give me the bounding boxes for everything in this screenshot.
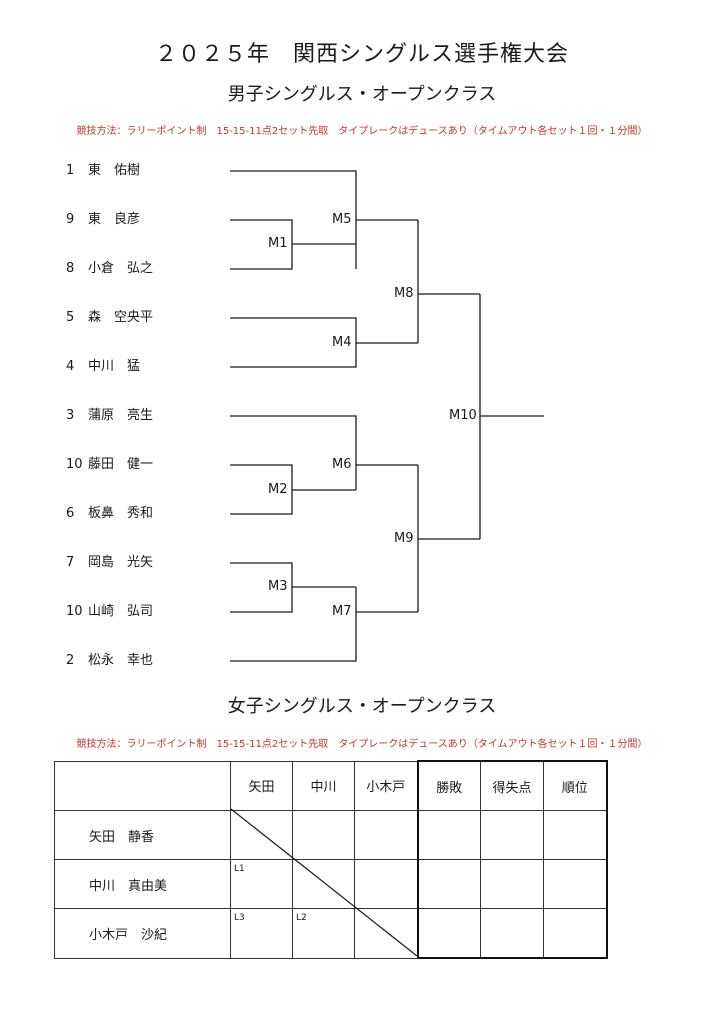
column-header: 勝敗 [416, 760, 481, 811]
player-row: 10 山崎 弘司 [66, 604, 153, 620]
match-label-m8: M8 [394, 286, 414, 301]
player-row: 1 東 佑樹 [66, 163, 140, 179]
player-name: 東 良彦 [88, 212, 141, 227]
player-seed: 5 [66, 310, 75, 325]
column-header: 中川 [292, 760, 355, 811]
player-name: 岡島 光矢 [88, 555, 154, 570]
player-name: 中川 猛 [88, 359, 141, 374]
result-cell [292, 810, 355, 860]
record-cell [416, 810, 481, 860]
record-cell [416, 908, 481, 959]
result-cell: L3 [230, 908, 293, 959]
result-cell: L1 [230, 859, 293, 909]
player-row: 9 東 良彦 [66, 212, 140, 228]
player-name: 蒲原 亮生 [88, 408, 154, 423]
column-header: 順位 [543, 760, 608, 811]
player-row: 10 藤田 健一 [66, 457, 153, 473]
result-cell [354, 859, 418, 909]
player-row: 5 森 空央平 [66, 310, 153, 326]
men-section-title: 男子シングルス・オープンクラス [227, 84, 497, 105]
match-label-m1: M1 [268, 236, 288, 251]
player-name: 板鼻 秀和 [88, 506, 154, 521]
bracket-line-m9 [417, 465, 480, 612]
diagonal-cell [230, 810, 293, 860]
player-row: 3 蒲原 亮生 [66, 408, 153, 424]
column-header: 得失点 [480, 760, 544, 811]
match-label-m7: M7 [332, 604, 352, 619]
player-seed: 3 [66, 408, 75, 423]
player-seed: 10 [66, 457, 83, 472]
player-row: 2 松永 幸也 [66, 653, 153, 669]
player-seed: 4 [66, 359, 75, 374]
player-seed: 9 [66, 212, 75, 227]
player-seed: 6 [66, 506, 75, 521]
match-label-m2: M2 [268, 482, 288, 497]
match-note: L2 [296, 913, 307, 923]
player-seed: 1 [66, 163, 75, 178]
player-seed: 7 [66, 555, 75, 570]
column-header: 矢田 [230, 760, 293, 811]
rank-cell [543, 810, 608, 860]
bracket-line-m1 [230, 219, 356, 270]
bracket-line-m7 [230, 587, 418, 662]
player-seed: 8 [66, 261, 75, 276]
player-seed: 10 [66, 604, 83, 619]
match-label-m4: M4 [332, 335, 352, 350]
bracket-line-m6 [230, 415, 418, 490]
match-note: L3 [234, 913, 245, 923]
player-name: 松永 幸也 [88, 653, 154, 668]
player-name: 藤田 健一 [88, 457, 154, 472]
points-cell [480, 810, 544, 860]
bracket-line-m5 [230, 170, 418, 269]
rank-cell [543, 859, 608, 909]
result-cell [354, 810, 418, 860]
row-player-name: 小木戸 沙紀 [54, 908, 231, 959]
women-section-title: 女子シングルス・オープンクラス [227, 696, 497, 717]
bracket-line-m2 [230, 464, 356, 515]
player-name: 小倉 弘之 [88, 261, 154, 276]
match-label-m5: M5 [332, 212, 352, 227]
column-header: 小木戸 [354, 760, 418, 811]
tournament-bracket [230, 170, 544, 662]
page-title: ２０２５年 関西シングルス選手権大会 [154, 42, 569, 67]
bracket-line-m3 [230, 562, 356, 613]
player-name: 山崎 弘司 [88, 604, 154, 619]
player-row: 6 板鼻 秀和 [66, 506, 153, 522]
points-cell [480, 859, 544, 909]
player-row: 4 中川 猛 [66, 359, 140, 375]
diagonal-cell [354, 908, 418, 959]
women-rules: 競技方法：ラリーポイント制 15-15-11点2セット先取 タイプレークはデュー… [76, 739, 648, 750]
match-note: L1 [234, 864, 245, 874]
match-label-m10: M10 [449, 408, 477, 423]
record-cell [416, 859, 481, 909]
table-corner-cell [54, 760, 231, 811]
points-cell [480, 908, 544, 959]
player-name: 東 佑樹 [88, 163, 141, 178]
result-cell: L2 [292, 908, 355, 959]
men-rules: 競技方法：ラリーポイント制 15-15-11点2セット先取 タイプレークはデュー… [76, 126, 648, 137]
player-name: 森 空央平 [88, 310, 154, 325]
match-label-m3: M3 [268, 579, 288, 594]
table-row: 小木戸 沙紀 L3 L2 [54, 908, 608, 959]
player-row: 7 岡島 光矢 [66, 555, 153, 571]
table-row: 中川 真由美 L1 [54, 859, 608, 909]
rank-cell [543, 908, 608, 959]
table-header-row: 矢田 中川 小木戸 勝敗 得失点 順位 [54, 760, 608, 811]
player-row: 8 小倉 弘之 [66, 261, 153, 277]
row-player-name: 矢田 静香 [54, 810, 231, 860]
bracket-line-m10 [479, 294, 544, 539]
player-seed: 2 [66, 653, 75, 668]
match-label-m9: M9 [394, 531, 414, 546]
row-player-name: 中川 真由美 [54, 859, 231, 909]
table-row: 矢田 静香 [54, 810, 608, 860]
match-label-m6: M6 [332, 457, 352, 472]
round-robin-table: 矢田 中川 小木戸 勝敗 得失点 順位 矢田 静香 中川 真由美 L1 小木戸 … [54, 760, 608, 959]
bracket-line-m8 [417, 220, 480, 343]
bracket-line-m4 [230, 317, 418, 368]
diagonal-cell [292, 859, 355, 909]
